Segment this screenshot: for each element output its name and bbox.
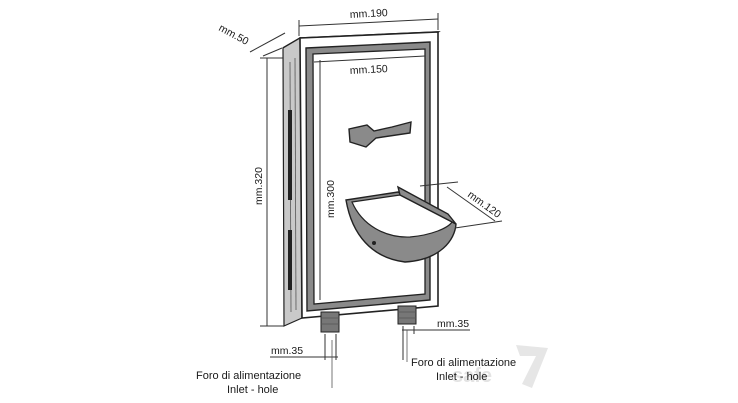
pipe-left [320, 311, 340, 333]
side-slot [288, 230, 292, 290]
side-slot-line [294, 57, 297, 311]
caption-left-line1: Foro di alimentazione [196, 370, 301, 382]
front-panel [312, 48, 426, 305]
handle-shape [348, 121, 412, 148]
cradle-rim [396, 185, 457, 225]
dim-front-width: mm.150 [350, 63, 389, 77]
dim-front-height: mm.300 [325, 180, 337, 218]
cradle-inner [351, 194, 453, 238]
dim-width-top: mm.190 [350, 7, 389, 21]
caption-right-line2: Inlet - hole [436, 371, 487, 383]
dim-pipe-left: mm.35 [271, 345, 303, 357]
dim-cradle-depth: mm.120 [465, 189, 503, 221]
watermark-logo: safe [452, 345, 548, 388]
side-slot [288, 110, 292, 200]
screw-hole [372, 241, 376, 245]
box-side-face [282, 36, 303, 327]
dim-outer-height: mm.320 [253, 167, 265, 205]
bottom-pipes [320, 305, 417, 333]
caption-left-line2: Inlet - hole [227, 384, 278, 396]
pipe-right [397, 305, 417, 325]
watermark-text: safe [452, 365, 492, 387]
dimension-lines [249, 13, 503, 360]
cradle [345, 185, 457, 263]
caption-right-line1: Foro di alimentazione [411, 357, 516, 369]
dim-depth: mm.50 [217, 22, 251, 48]
watermark-mark [516, 345, 548, 388]
handle [348, 121, 412, 148]
dim-pipe-right: mm.35 [437, 318, 469, 330]
